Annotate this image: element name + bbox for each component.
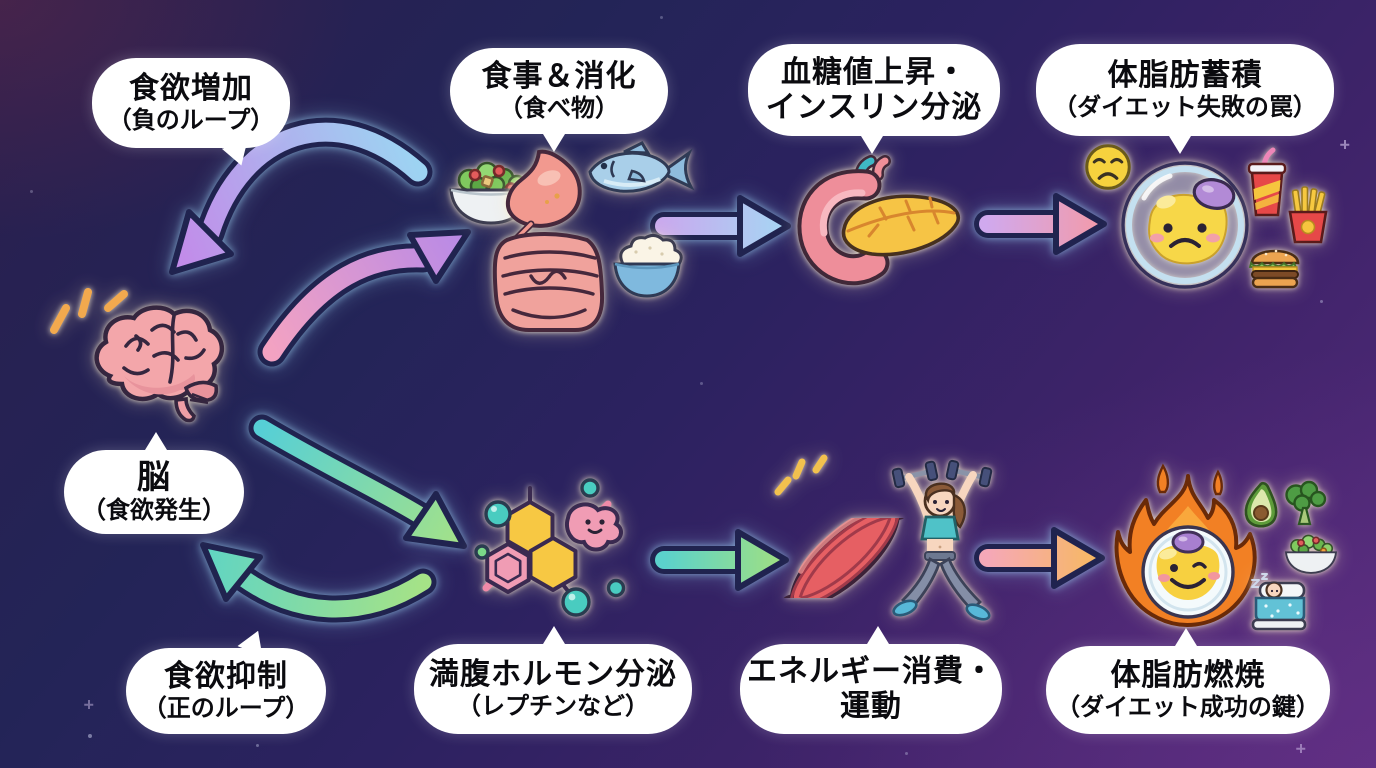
exercising-woman-icon <box>891 459 993 621</box>
bubble-eating-digestion: 食事＆消化 （食べ物） <box>450 48 668 152</box>
bubble-text: （ダイエット失敗の罠） <box>1053 93 1317 121</box>
soda-cup-icon <box>1247 147 1287 217</box>
french-fries-icon <box>1288 186 1328 244</box>
star-dot <box>700 382 703 385</box>
bubble-text: 食欲抑制 <box>164 660 288 694</box>
arrow-eating-to-insulin <box>650 195 791 257</box>
bubble-text: エネルギー消費・ <box>747 654 995 688</box>
fat-burning-flame-icon <box>1114 463 1257 627</box>
arrow-loop-back-to-brain <box>169 117 433 275</box>
salad-bowl-small-icon <box>1284 534 1338 574</box>
sad-face-icon <box>1085 144 1131 190</box>
arrow-hormone-loop-to-brain <box>200 542 437 623</box>
bubble-text: （正のループ） <box>142 694 310 722</box>
arrow-insulin-to-fat-storage <box>974 193 1107 255</box>
bubble-text: 体脂肪燃焼 <box>1110 659 1266 693</box>
arrow-brain-to-hormone <box>248 414 467 549</box>
arrow-hormone-to-energy <box>650 529 789 591</box>
bubble-fat-burning: 体脂肪燃焼 （ダイエット成功の鍵） <box>1046 628 1330 734</box>
star-sparkle-icon <box>84 700 93 709</box>
burger-icon <box>1248 249 1300 289</box>
star-dot <box>30 190 33 193</box>
star-dot <box>88 734 92 738</box>
star-sparkle-icon <box>1296 744 1305 753</box>
bubble-text: 食欲増加 <box>129 72 253 106</box>
bubble-text: （負のループ） <box>107 106 275 134</box>
rice-bowl-icon <box>613 233 683 298</box>
star-sparkle-icon <box>1340 140 1349 149</box>
dumbbell-icon <box>891 459 993 489</box>
bubble-appetite-increase: 食欲増加 （負のループ） <box>92 58 290 148</box>
bubble-appetite-suppression: 食欲抑制 （正のループ） <box>126 648 326 734</box>
bubble-text: （食べ物） <box>499 94 619 122</box>
bubble-text: （食欲発生） <box>82 497 226 525</box>
bubble-energy-exercise: エネルギー消費・ 運動 <box>740 626 1002 734</box>
stomach-intestines-icon <box>492 149 605 332</box>
hormone-molecule-icon <box>474 478 626 617</box>
fat-cell-sad-icon <box>1121 161 1249 289</box>
bubble-text: （レプチンなど） <box>457 692 649 720</box>
bubble-text: 血糖値上昇・ <box>781 55 967 89</box>
bubble-text: 体脂肪蓄積 <box>1107 59 1263 93</box>
avocado-broccoli-icon <box>1244 480 1327 528</box>
bubble-text: 脳 <box>137 458 171 496</box>
sleeping-person-icon <box>1251 573 1307 631</box>
bubble-text: 食事＆消化 <box>481 60 637 94</box>
muscle-icon <box>778 518 911 598</box>
arrow-brain-to-eating <box>257 229 471 367</box>
fish-icon <box>588 141 695 193</box>
star-dot <box>256 744 259 747</box>
bubble-fat-storage: 体脂肪蓄積 （ダイエット失敗の罠） <box>1036 44 1334 154</box>
bubble-text: （ダイエット成功の鍵） <box>1056 693 1320 721</box>
bubble-blood-sugar-insulin: 血糖値上昇・ インスリン分泌 <box>748 44 1000 154</box>
bubble-text: インスリン分泌 <box>765 91 983 124</box>
star-dot <box>1320 300 1323 303</box>
sparkle-dashes-icon <box>774 454 828 496</box>
bubble-brain: 脳 （食欲発生） <box>64 432 244 534</box>
sparkle-dashes-icon <box>50 288 128 334</box>
pancreas-icon <box>797 155 961 286</box>
bubble-satiety-hormone: 満腹ホルモン分泌 （レプチンなど） <box>414 626 692 734</box>
arrow-energy-to-fat-burning <box>974 527 1105 589</box>
star-dot <box>905 752 908 755</box>
bubble-text: 満腹ホルモン分泌 <box>429 658 677 692</box>
brain-icon <box>50 288 224 423</box>
bubble-text: 運動 <box>840 690 902 723</box>
star-dot <box>660 16 663 19</box>
